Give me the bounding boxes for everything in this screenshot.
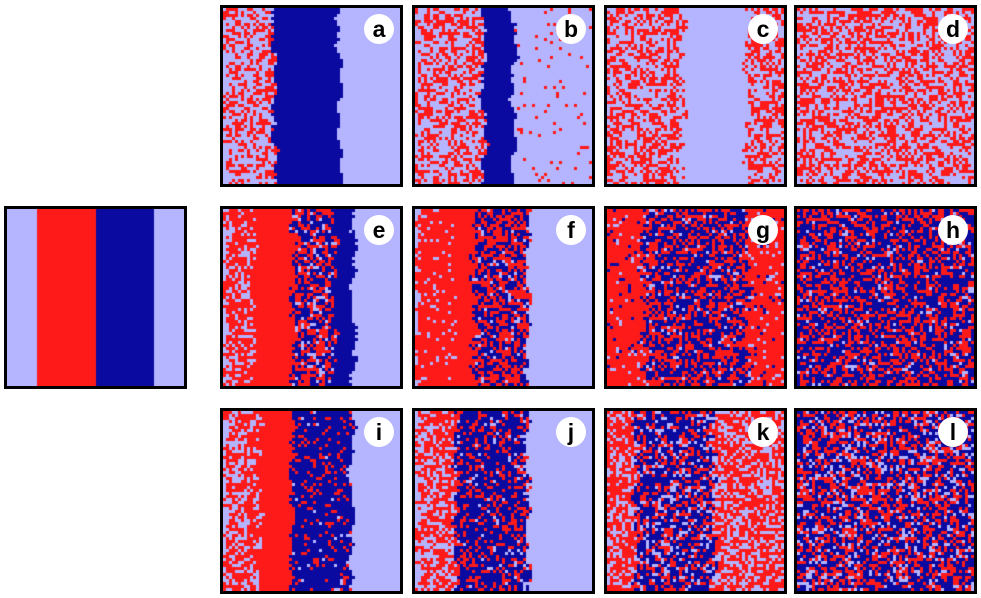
panel-label-e: e (364, 215, 394, 245)
panel-j: j (412, 408, 595, 594)
panel-label-b: b (556, 14, 586, 44)
panel-k: k (604, 408, 787, 594)
panel-d: d (794, 5, 977, 187)
reference-panel (4, 206, 187, 389)
panel-a: a (220, 5, 403, 187)
panel-l: l (794, 408, 977, 594)
panel-label-l: l (938, 417, 968, 447)
panel-f: f (412, 206, 595, 389)
panel-label-c: c (748, 14, 778, 44)
reference-stripes (7, 209, 184, 386)
panel-c: c (604, 5, 787, 187)
panel-h: h (794, 206, 977, 389)
panel-i: i (220, 408, 403, 594)
panel-b: b (412, 5, 595, 187)
panel-label-h: h (938, 215, 968, 245)
panel-e: e (220, 206, 403, 389)
panel-label-f: f (556, 215, 586, 245)
panel-label-g: g (748, 215, 778, 245)
panel-label-d: d (938, 14, 968, 44)
panel-g: g (604, 206, 787, 389)
panel-label-k: k (748, 417, 778, 447)
panel-label-j: j (556, 417, 586, 447)
panel-label-i: i (364, 417, 394, 447)
panel-label-a: a (364, 14, 394, 44)
